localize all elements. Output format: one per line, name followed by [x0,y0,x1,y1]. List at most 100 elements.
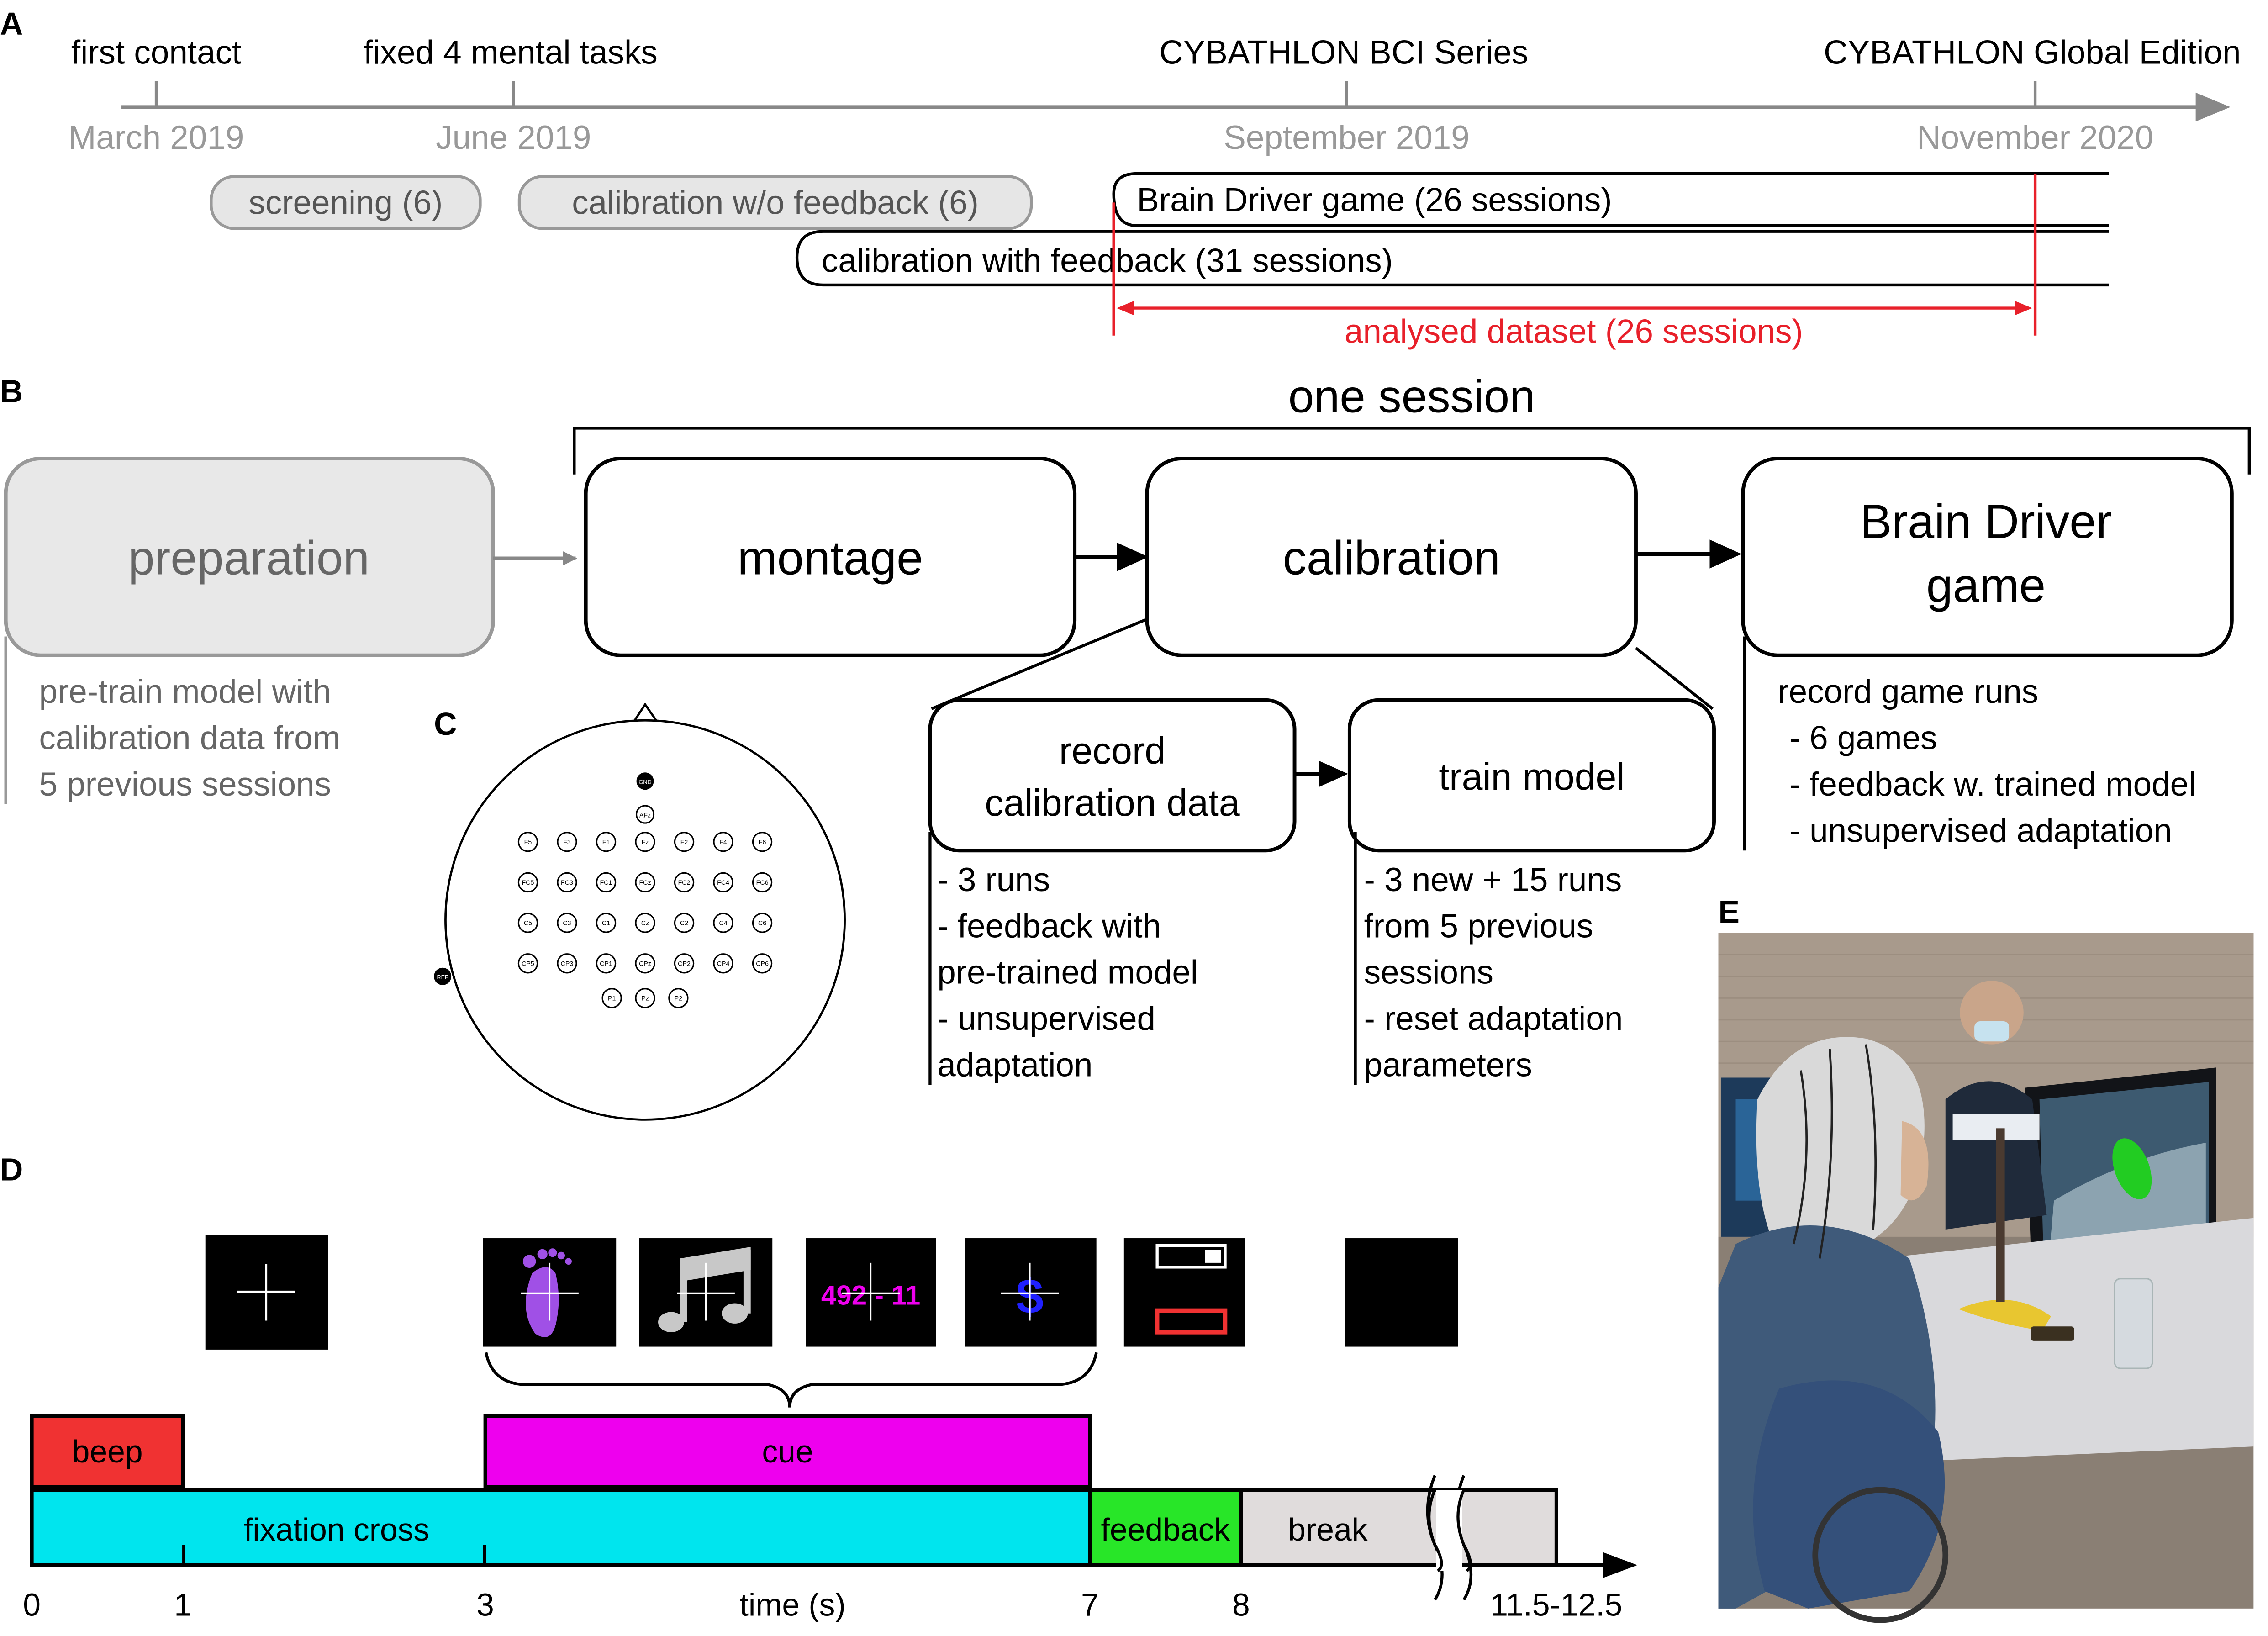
electrode-label: CP1 [600,960,612,967]
electrode-label: FC5 [522,879,534,887]
electrode [752,913,773,933]
electrode-label: F4 [719,839,727,846]
record-note-line: - unsupervised [937,1000,1155,1037]
electrode [752,832,773,852]
brain-driver-box [1741,457,2234,657]
feedback-label: feedback [1101,1512,1230,1547]
zoom-line-right [1635,647,1714,710]
tick-label: 3 [476,1587,494,1623]
train-note-line: parameters [1364,1046,1532,1083]
phase-screening-label: screening (6) [248,185,443,222]
tick-label: 8 [1232,1587,1250,1623]
preparation-label: preparation [128,531,369,585]
electrode-ref [434,967,452,985]
tick-label-end: 11.5-12.5 [1490,1587,1622,1623]
electrode [635,953,655,974]
phase-brain-driver-bar [1112,172,2109,227]
event-cybathlon-series: CYBATHLON BCI Series [1159,34,1528,71]
electrode [635,832,655,852]
electrode [674,872,695,893]
cue-brace [485,1352,1098,1408]
electrode-label: CP6 [756,960,769,967]
arrowhead [1117,542,1149,572]
record-note-line: pre-trained model [937,954,1198,991]
electrode [674,953,695,974]
electrode-label: CP3 [561,960,574,967]
train-model-box [1347,698,1716,853]
panel-label-d: D [0,1151,23,1187]
electrode-afz [635,805,655,824]
electrode-afz-label: AFz [639,812,651,819]
electrode-label: C6 [758,920,766,927]
date-september-2019: September 2019 [1224,119,1470,156]
prep-note-line: pre-train model with [39,673,332,710]
train-note-line: from 5 previous [1364,908,1593,945]
electrode-label: Fz [642,839,649,846]
prep-note-line: 5 previous sessions [39,766,332,803]
fixation-label: fixation cross [244,1512,429,1547]
electrode [557,832,577,852]
panel-label-c: C [434,706,457,742]
electrode-label: C2 [680,920,688,927]
break-label: break [1288,1512,1367,1547]
session-bracket [573,427,2251,475]
record-note-line: - 3 runs [937,861,1050,898]
photo-bci-setup [1718,933,2254,1623]
electrode-gnd-label: GND [638,779,651,786]
brain-driver-label-line1: Brain Driver [1860,495,2112,549]
electrode [557,953,577,974]
electrode-gnd [636,772,654,790]
electrode [674,832,695,852]
feedback-bar-top [1155,1244,1227,1269]
electrode-label: CP4 [717,960,730,967]
electrode [596,913,617,933]
tick-label: 1 [174,1587,192,1623]
trial-timing-bars: beep cue fixation cross feedback break [30,1414,1558,1567]
electrode-label: FC4 [717,879,729,887]
beep-bar [30,1414,185,1489]
date-june-2019: June 2019 [436,119,591,156]
electrode [713,832,733,852]
game-note-line: - unsupervised adaptation [1789,812,2172,849]
calibration-label: calibration [1283,531,1500,585]
event-cybathlon-global: CYBATHLON Global Edition [1824,34,2241,71]
event-fixed-tasks: fixed 4 mental tasks [364,34,658,71]
phase-calibration-no-feedback-box [517,175,1033,230]
record-note-line: adaptation [937,1046,1092,1083]
session-title: one session [1288,371,1535,422]
electrode [517,872,538,893]
electrode [752,872,773,893]
fixation-bar [30,1488,1092,1567]
screen-break [1345,1238,1458,1347]
record-note-line: - feedback with [937,908,1161,945]
electrode-label: CPz [639,960,651,967]
electrode-label: C5 [524,920,532,927]
foot-icon [522,1248,572,1337]
electrode [752,953,773,974]
game-note-line: record game runs [1777,673,2038,710]
train-note-line: - 3 new + 15 runs [1364,861,1622,898]
electrode [635,872,655,893]
phase-brain-driver-label: Brain Driver game (26 sessions) [1137,181,1612,218]
train-note-line: sessions [1364,954,1493,991]
montage-label: montage [738,531,923,585]
electrode-label: Pz [641,995,649,1002]
electrode-label: Cz [641,920,649,927]
arrowhead [1709,539,1742,569]
electrode-label: F1 [602,839,610,846]
electrode-label: C3 [563,920,571,927]
date-november-2020: November 2020 [1917,119,2153,156]
electrode-label: F6 [759,839,766,846]
zoom-line-left [931,617,1148,710]
electrode-ref-label: REF [437,974,448,981]
arrowhead [1319,760,1348,787]
electrode-label: FC2 [678,879,691,887]
electrode [557,913,577,933]
electrode-label: P2 [675,995,683,1002]
phase-screening-box [210,175,482,230]
record-label-line2: calibration data [985,782,1240,824]
record-calibration-box [928,698,1297,853]
electrode [557,872,577,893]
